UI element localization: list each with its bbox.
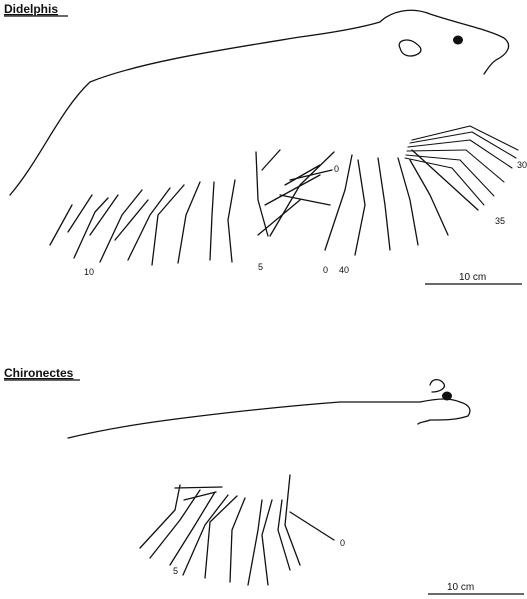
didelphis-fan-lines — [405, 126, 518, 205]
didelphis-label-40: 40 — [339, 265, 349, 275]
didelphis-scale-label: 10 cm — [459, 272, 486, 283]
didelphis-label-30: 30 — [517, 160, 527, 170]
didelphis-body-outline — [10, 10, 509, 195]
didelphis-stick-traces — [50, 150, 478, 265]
didelphis-label-35: 35 — [495, 216, 505, 226]
chironectes-body-outline — [68, 399, 470, 438]
didelphis-title: Didelphis — [4, 2, 58, 16]
chironectes-stick-traces — [140, 475, 334, 585]
didelphis-panel: Didelphis — [4, 2, 527, 284]
didelphis-ear — [399, 40, 421, 56]
chironectes-eye — [442, 392, 452, 401]
chironectes-label-5: 5 — [173, 566, 178, 576]
didelphis-label-0-upper: 0 — [334, 164, 339, 174]
didelphis-eye — [453, 36, 463, 45]
chironectes-title: Chironectes — [4, 366, 74, 380]
chironectes-scale-label: 10 cm — [447, 582, 474, 593]
didelphis-label-10: 10 — [84, 267, 94, 277]
chironectes-label-0: 0 — [340, 538, 345, 548]
didelphis-label-0: 0 — [323, 265, 328, 275]
chironectes-panel: Chironectes 5 0 10 cm — [4, 366, 524, 594]
didelphis-label-5: 5 — [258, 262, 263, 272]
chironectes-ear — [430, 380, 444, 392]
